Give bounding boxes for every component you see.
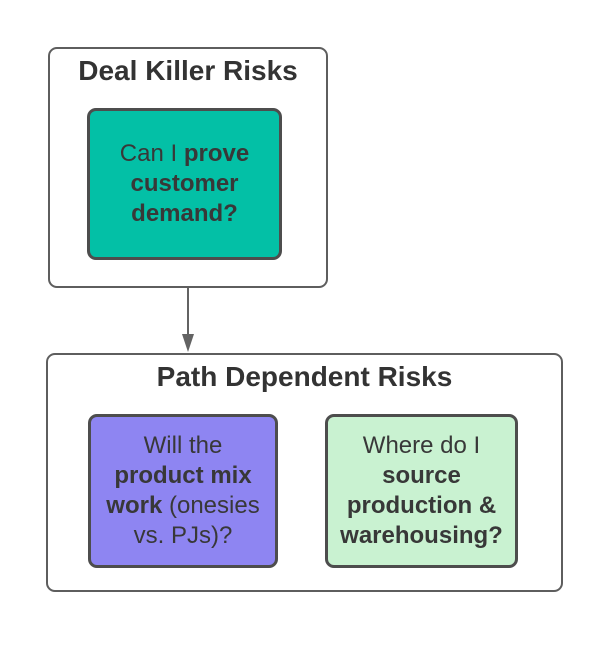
group-title-deal-killer-risks: Deal Killer Risks	[78, 55, 298, 86]
node-text-product-mix-work: Will the product mix work (onesies vs. P…	[106, 432, 260, 549]
node-text-prove-customer-demand: Can I prove customer demand?	[119, 140, 250, 227]
down-arrow-connector[interactable]	[180, 288, 196, 353]
group-path-dependent-risks[interactable]: Path Dependent Risks Will the product mi…	[46, 353, 563, 592]
node-text-source-production-warehousing: Where do I source production & warehousi…	[340, 432, 503, 549]
group-title-path-dependent-risks: Path Dependent Risks	[156, 361, 453, 392]
node-source-production-warehousing[interactable]: Where do I source production & warehousi…	[325, 414, 518, 568]
node-prove-customer-demand[interactable]: Can I prove customer demand?	[87, 108, 282, 260]
node-product-mix-work[interactable]: Will the product mix work (onesies vs. P…	[88, 414, 278, 568]
group-deal-killer-risks[interactable]: Deal Killer Risks Can I prove customer d…	[48, 47, 328, 288]
connector-arrowhead-icon	[182, 334, 194, 352]
